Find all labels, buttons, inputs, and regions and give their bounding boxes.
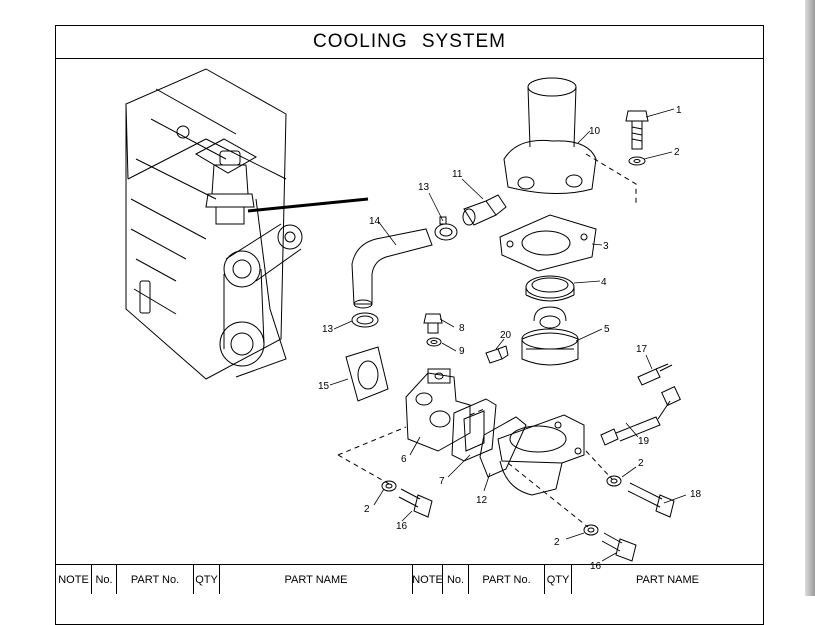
callout-2-top: 2 <box>674 147 680 158</box>
part-8-bolt <box>423 313 443 334</box>
callout-10: 10 <box>589 126 601 137</box>
callout-16-bottom: 16 <box>590 561 602 572</box>
page-title: COOLING SYSTEM <box>312 31 507 52</box>
part-17-sensor <box>637 363 673 386</box>
part-9-washer <box>426 337 442 347</box>
part-16-bolt-bottom <box>601 532 637 562</box>
header-note-left: NOTE <box>56 565 92 594</box>
part-15-gasket <box>345 346 389 402</box>
part-19-sender <box>600 386 681 446</box>
header-no-right: No. <box>443 565 469 594</box>
callout-18: 18 <box>690 489 702 500</box>
part-5-thermostat <box>521 306 579 366</box>
callout-2-bottom: 2 <box>554 537 560 548</box>
part-7-gasket <box>451 398 497 462</box>
callout-11: 11 <box>452 169 463 180</box>
part-10-water-outlet <box>503 77 637 204</box>
header-note-right: NOTE <box>412 565 443 594</box>
assembly-lines <box>337 408 613 528</box>
part-2-washer-top <box>628 156 646 166</box>
callout-17: 17 <box>636 344 648 355</box>
header-part-name-left: PART NAME <box>220 565 413 594</box>
window-edge <box>805 0 815 596</box>
callout-7: 7 <box>439 476 445 487</box>
header-part-no-left: PART No. <box>117 565 194 594</box>
diagram-svg: 1 2 10 11 13 14 3 4 5 8 9 20 13 15 17 6 … <box>125 68 702 572</box>
parts-sheet: COOLING SYSTEM <box>55 25 764 625</box>
title-row: COOLING SYSTEM <box>56 26 763 59</box>
parts-table-header: NOTE No. PART No. QTY PART NAME NOTE No.… <box>56 564 763 594</box>
callout-15: 15 <box>318 381 330 392</box>
callout-16-left: 16 <box>396 521 408 532</box>
part-2-washer-bottom <box>583 524 599 536</box>
part-12-housing <box>479 414 585 496</box>
part-6-housing <box>405 368 471 452</box>
callout-9: 9 <box>459 346 465 357</box>
exploded-parts-diagram: 1 2 10 11 13 14 3 4 5 8 9 20 13 15 17 6 … <box>56 59 763 572</box>
part-2-washer-right <box>606 475 622 487</box>
callout-1: 1 <box>676 105 682 116</box>
callout-13-upper: 13 <box>418 182 430 193</box>
part-18-bolt <box>627 482 675 518</box>
callout-14: 14 <box>369 216 381 227</box>
header-part-no-right: PART No. <box>469 565 545 594</box>
callout-19: 19 <box>638 436 650 447</box>
part-13-clamp-upper <box>434 216 458 241</box>
callout-20: 20 <box>500 330 512 341</box>
callout-2-left: 2 <box>364 504 370 515</box>
callout-12: 12 <box>476 495 488 506</box>
part-3-gasket <box>499 214 597 272</box>
callout-5: 5 <box>604 324 610 335</box>
callout-4: 4 <box>601 277 607 288</box>
part-11-nipple <box>462 194 507 226</box>
header-qty-right: QTY <box>545 565 572 594</box>
callout-6: 6 <box>401 454 407 465</box>
engine-block-drawing <box>125 68 369 380</box>
callout-8: 8 <box>459 323 465 334</box>
part-14-hose <box>351 228 433 309</box>
callout-2-right: 2 <box>638 458 644 469</box>
part-1-bolt <box>625 110 649 150</box>
callout-13-lower: 13 <box>322 324 334 335</box>
header-qty-left: QTY <box>194 565 220 594</box>
leader-lines <box>329 108 687 562</box>
part-16-bolt-left <box>398 488 433 518</box>
part-20-plug <box>485 345 509 364</box>
callout-3: 3 <box>603 241 609 252</box>
part-4-ring <box>525 275 575 302</box>
callout-labels: 1 2 10 11 13 14 3 4 5 8 9 20 13 15 17 6 … <box>318 105 702 572</box>
part-13-clamp-lower <box>351 312 379 328</box>
header-part-name-right: PART NAME <box>636 573 699 586</box>
header-no-left: No. <box>92 565 117 594</box>
